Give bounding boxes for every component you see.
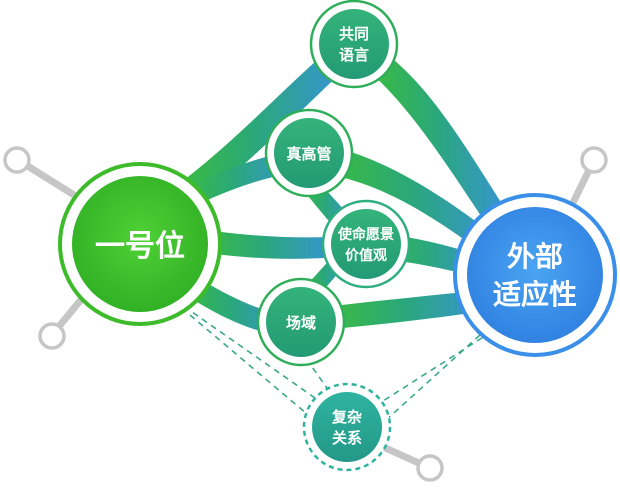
node-common-language[interactable]: 共同 语言 — [309, 0, 399, 89]
node-external-adaptability[interactable]: 外部 适应性 — [453, 193, 617, 357]
node-number-one-position[interactable]: 一号位 — [58, 162, 222, 326]
complex-line1: 复杂 — [331, 408, 362, 426]
mission-line1: 使命愿景 — [337, 226, 394, 243]
external-line1: 外部 — [507, 240, 563, 273]
real-executives-label: 真高管 — [286, 145, 331, 163]
field-label: 场域 — [286, 314, 316, 332]
node-real-executives[interactable]: 真高管 — [264, 108, 354, 198]
node-mission-vision-values[interactable]: 使命愿景 价值观 — [321, 199, 411, 289]
common-language-line1: 共同 — [339, 25, 369, 43]
common-language-line2: 语言 — [339, 46, 369, 64]
complex-line2: 关系 — [332, 429, 362, 447]
node-field[interactable]: 场域 — [256, 277, 346, 367]
number-one-label: 一号位 — [95, 229, 185, 264]
node-complex-relations[interactable]: 复杂 关系 — [302, 382, 392, 472]
external-line2: 适应性 — [493, 278, 577, 311]
mission-line2: 价值观 — [345, 247, 387, 264]
